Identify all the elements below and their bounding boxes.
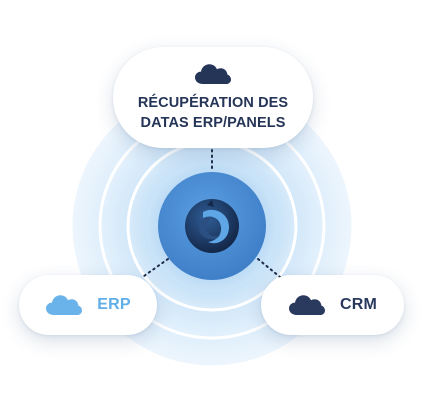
- erp-card: ERP: [19, 275, 157, 335]
- data-retrieval-title: RÉCUPÉRATION DES DATAS ERP/PANELS: [137, 94, 289, 131]
- crm-card: CRM: [261, 275, 404, 335]
- cloud-icon: [194, 63, 232, 85]
- crm-label: CRM: [339, 296, 378, 313]
- cloud-icon: [288, 294, 326, 316]
- cloud-icon: [45, 294, 83, 316]
- data-retrieval-card: RÉCUPÉRATION DES DATAS ERP/PANELS: [113, 47, 313, 148]
- erp-label: ERP: [97, 296, 131, 313]
- ring-inner: [146, 160, 278, 292]
